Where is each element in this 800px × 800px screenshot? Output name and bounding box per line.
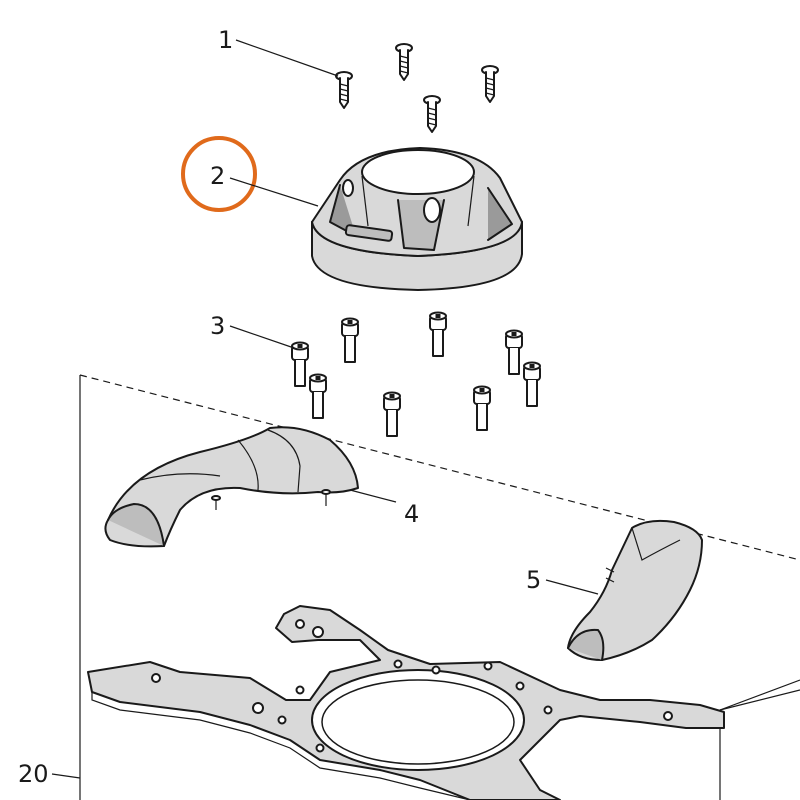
screw xyxy=(395,43,413,81)
callout-20: 20 xyxy=(18,760,49,788)
callout-5: 5 xyxy=(526,566,541,594)
cap-screw xyxy=(473,385,491,431)
dome-cover xyxy=(311,147,523,291)
bracket-right xyxy=(567,519,703,661)
screw xyxy=(335,71,353,109)
cap-screw xyxy=(505,329,523,375)
screw-set-1 xyxy=(335,43,499,133)
cap-screw xyxy=(523,361,541,407)
cap-screw xyxy=(309,373,327,419)
callout-2: 2 xyxy=(210,162,225,190)
cap-screw xyxy=(341,317,359,363)
cap-screw xyxy=(429,311,447,357)
cap-screw-set-3 xyxy=(291,311,541,437)
highlight-circle xyxy=(181,136,257,212)
curved-trim-left xyxy=(104,426,359,548)
screw xyxy=(423,95,441,133)
callout-3: 3 xyxy=(210,312,225,340)
base-plate xyxy=(87,605,725,800)
callout-1: 1 xyxy=(218,26,233,54)
callout-4: 4 xyxy=(404,500,419,528)
cap-screw xyxy=(291,341,309,387)
screw xyxy=(481,65,499,103)
cap-screw xyxy=(383,391,401,437)
leader-lines xyxy=(51,39,599,779)
